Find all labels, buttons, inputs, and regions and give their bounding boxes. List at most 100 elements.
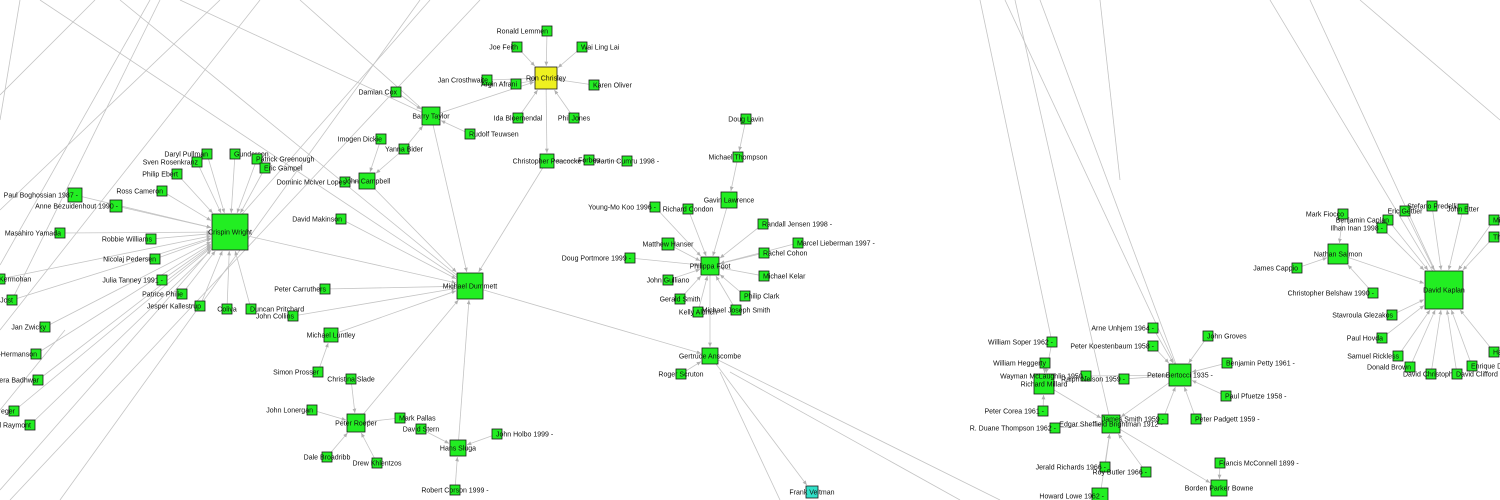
node-box[interactable]	[24, 419, 36, 431]
node-philip-clark[interactable]: Philip Clark	[739, 290, 780, 302]
node-simon-prosser[interactable]: Simon Prosser	[273, 366, 324, 378]
node-box[interactable]	[54, 227, 66, 239]
node-box[interactable]	[512, 112, 524, 124]
node-gerald-smith[interactable]: Gerald Smith	[660, 293, 701, 305]
node-box[interactable]	[1386, 309, 1398, 321]
node-box[interactable]	[1214, 457, 1226, 469]
node-box[interactable]	[758, 270, 770, 282]
node-box[interactable]	[398, 143, 410, 155]
node-doug-portmore[interactable]: Doug Portmore 1999 -	[562, 252, 636, 264]
node-david-stern[interactable]: David Stern	[403, 423, 440, 435]
node-box[interactable]	[1457, 203, 1469, 215]
node-box[interactable]	[1190, 413, 1202, 425]
node-box[interactable]	[30, 348, 42, 360]
node-ida-bloemendal[interactable]: Ida Bloemendal	[494, 112, 543, 124]
node-box[interactable]	[758, 247, 770, 259]
node-peter-bertocci[interactable]: Peter Bertocci 1935 -	[1147, 363, 1214, 387]
node-box[interactable]	[1426, 200, 1438, 212]
node-box[interactable]	[1210, 479, 1228, 497]
node-christopher-belshaw[interactable]: Christopher Belshaw 1990 -	[1288, 287, 1379, 299]
node-box[interactable]	[1101, 414, 1121, 434]
node-box[interactable]	[674, 293, 686, 305]
node-nicola-pedersen[interactable]: Nicolaj Pedersen	[103, 253, 161, 265]
node-box[interactable]	[541, 25, 553, 37]
node-john-holbo[interactable]: John Holbo 1999 -	[491, 428, 554, 440]
node-sven-rosenkranz[interactable]: Sven Rosenkranz	[143, 156, 203, 168]
node-rachel-cohon[interactable]: Rachel Cohon	[758, 247, 807, 259]
node-james-cappio[interactable]: James Cappio	[1253, 262, 1303, 274]
node-hans-sluga[interactable]: Hans Sluga	[440, 439, 476, 457]
node-imogen-dickie[interactable]: Imogen Dickie	[338, 133, 387, 145]
node-gertrude-anscombe[interactable]: Gertrude Anscombe	[679, 347, 741, 365]
node-box[interactable]	[1466, 360, 1478, 372]
node-dale-broadribb[interactable]: Dale Broadribb	[304, 451, 351, 463]
node-box[interactable]	[390, 86, 402, 98]
node-gavin-lawrence[interactable]: Gavin Lawrence	[704, 191, 755, 209]
node-box[interactable]	[740, 113, 752, 125]
node-box[interactable]	[510, 78, 522, 90]
node-john-collins[interactable]: John Collins	[256, 310, 299, 322]
node-box[interactable]	[1080, 370, 1092, 382]
node-kelly-aldrich[interactable]: Kelly Aldrich	[679, 306, 717, 318]
node-box[interactable]	[464, 128, 476, 140]
node-box[interactable]	[1382, 214, 1394, 226]
node-box[interactable]	[1046, 336, 1058, 348]
node-left-eger[interactable]: eger	[1, 405, 20, 417]
node-anne-bezuidenhout[interactable]: Anne Bezuidenhout 1990 -	[35, 199, 123, 213]
node-box[interactable]	[211, 213, 249, 251]
node-peter-koestenbaum[interactable]: Peter Koestenbaum 1958 -	[1070, 340, 1159, 352]
node-box[interactable]	[375, 133, 387, 145]
node-francis-mcconnell[interactable]: Francis McConnell 1899 -	[1214, 457, 1299, 469]
node-box[interactable]	[456, 272, 484, 300]
node-box[interactable]	[662, 274, 674, 286]
node-roger-scruton[interactable]: Roger Scruton	[658, 368, 704, 380]
node-peacocke-student[interactable]: Forbes	[578, 154, 600, 166]
node-box[interactable]	[1202, 330, 1214, 342]
node-phil-jones[interactable]: Phil Jones	[558, 112, 591, 124]
node-box[interactable]	[0, 273, 6, 285]
node-r-duane-thompson[interactable]: R. Duane Thompson 1962 -	[970, 422, 1061, 434]
node-box[interactable]	[1451, 368, 1463, 380]
node-william-heggerty[interactable]: William Heggerty	[993, 357, 1051, 369]
node-box[interactable]	[346, 413, 366, 433]
node-box[interactable]	[1049, 422, 1061, 434]
node-box[interactable]	[1168, 363, 1192, 387]
node-michael-joseph-smith[interactable]: Michael Joseph Smith	[702, 304, 771, 316]
node-box[interactable]	[8, 405, 20, 417]
node-box[interactable]	[539, 153, 555, 169]
node-david-clifford[interactable]: David Clifford	[1451, 368, 1498, 380]
node-box[interactable]	[624, 252, 636, 264]
node-box[interactable]	[1424, 270, 1464, 310]
node-box[interactable]	[176, 288, 188, 300]
node-box[interactable]	[730, 304, 742, 316]
node-box[interactable]	[6, 294, 18, 306]
node-paul-boghossian[interactable]: Paul Boghossian 1987 -	[4, 187, 83, 203]
node-box[interactable]	[171, 168, 183, 180]
node-donald-brown[interactable]: Donald Brown	[1367, 361, 1416, 373]
node-box[interactable]	[1425, 368, 1437, 380]
node-neera-badhwar[interactable]: Neera Badhwar	[0, 374, 44, 386]
node-daryl-pullman[interactable]: Daryl Pullman	[164, 148, 213, 160]
node-thor[interactable]: Thor	[1488, 231, 1500, 243]
node-patrice-philie[interactable]: Patrice Philie	[142, 288, 188, 300]
node-box[interactable]	[700, 256, 720, 276]
node-box[interactable]	[757, 218, 769, 230]
node-box[interactable]	[323, 327, 339, 343]
node-john-groves[interactable]: John Groves	[1202, 330, 1247, 342]
node-borden-parker-bowne[interactable]: Borden Parker Bowne	[1185, 479, 1254, 497]
node-box[interactable]	[568, 112, 580, 124]
node-box[interactable]	[1404, 361, 1416, 373]
node-box[interactable]	[1488, 231, 1500, 243]
node-jesper-kallestrup[interactable]: Jesper Kallestrup	[147, 300, 206, 312]
node-drew-khlentzos[interactable]: Drew Khlentzos	[352, 457, 402, 469]
node-stefano-predelli[interactable]: Stefano Predelli	[1407, 200, 1457, 212]
node-paul-hovda[interactable]: Paul Hovda	[1347, 332, 1388, 344]
node-philip-ebert[interactable]: Philip Ebert	[142, 168, 183, 180]
node-box[interactable]	[259, 162, 271, 174]
node-box[interactable]	[1376, 222, 1388, 234]
node-robbie-williams[interactable]: Robbie Williams	[102, 233, 157, 245]
node-roy-butler[interactable]: Roy Butler 1966 -	[1093, 466, 1152, 478]
node-david-chalmers[interactable]: David Christopher	[1403, 368, 1460, 380]
node-jerald-richards[interactable]: Jerald Richards 1966 -	[1036, 461, 1111, 473]
node-box[interactable]	[321, 451, 333, 463]
